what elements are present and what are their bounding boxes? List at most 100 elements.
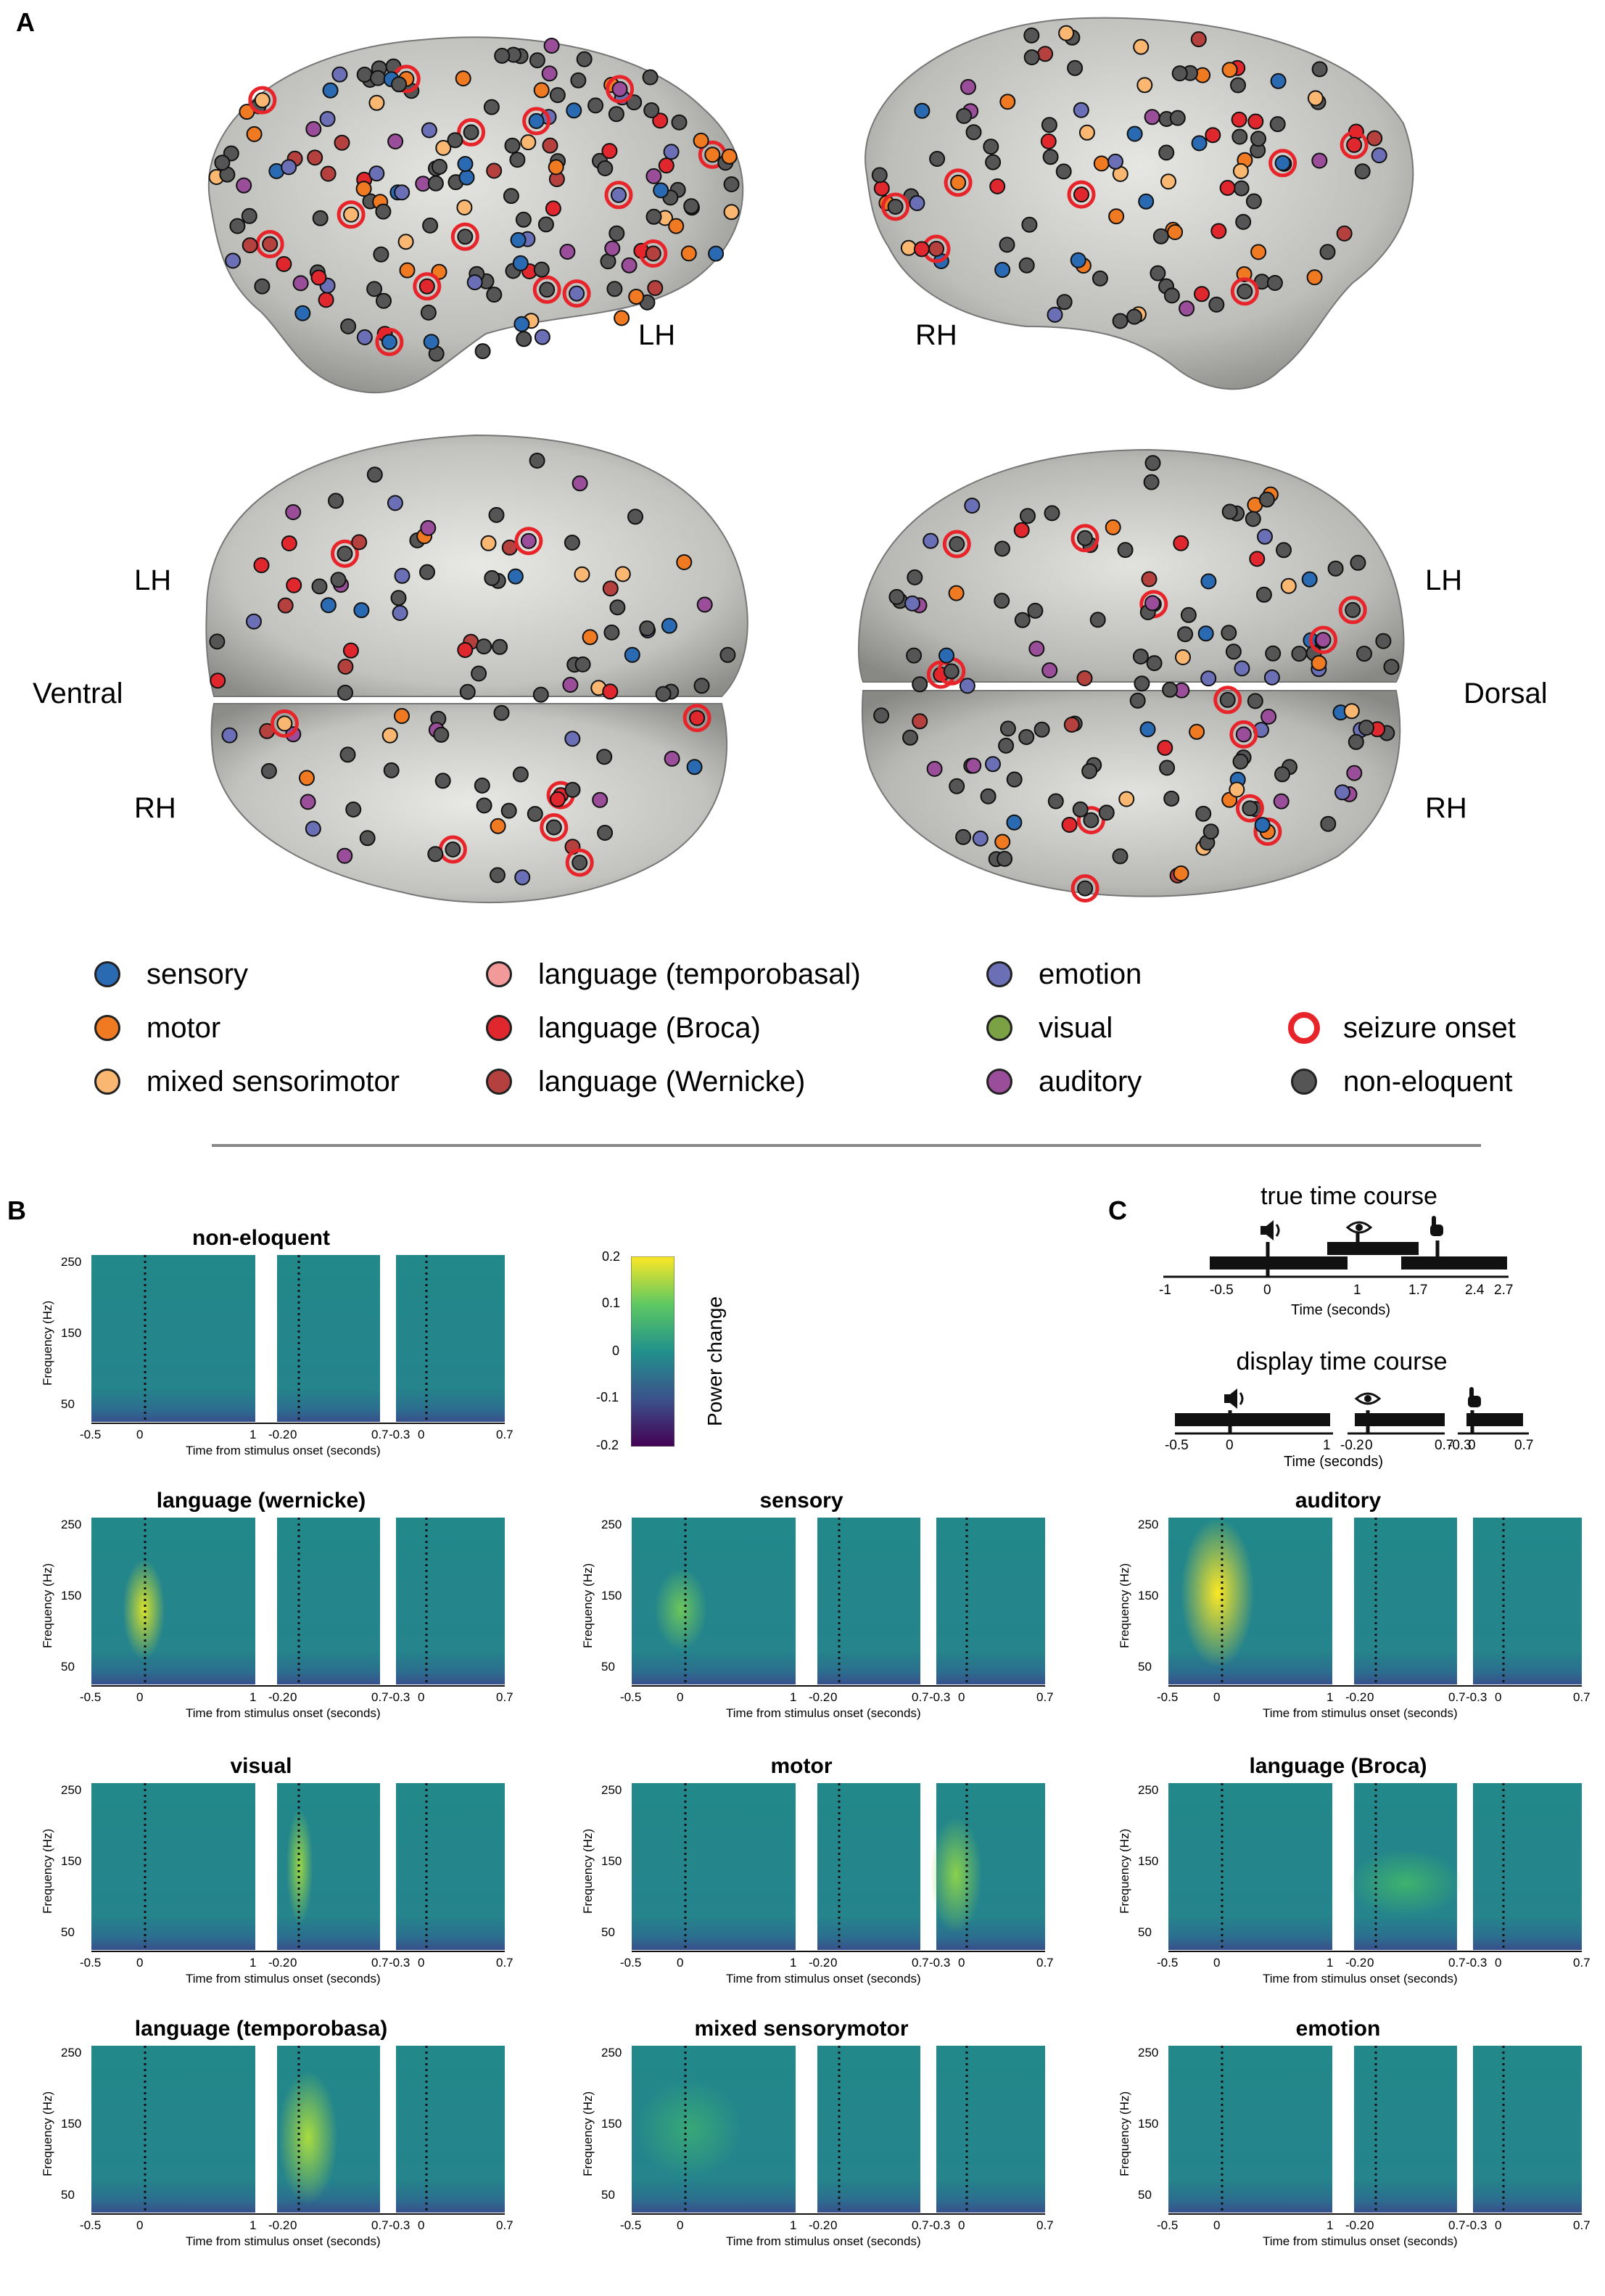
electrode-dot	[1270, 73, 1287, 89]
x-tick-label: 1	[790, 2218, 797, 2232]
spectrogram-heatmap	[1168, 1518, 1582, 1687]
electrode-dot	[550, 791, 566, 807]
legend-item: visual	[986, 1010, 1113, 1046]
electrode-dot	[1162, 681, 1179, 698]
electrode-dot	[999, 236, 1015, 253]
electrode-dot	[1261, 708, 1277, 725]
seizure-ring	[944, 168, 973, 197]
electrode-dot	[320, 597, 337, 614]
electrode-dot	[512, 255, 529, 271]
x-tick-label: -0.2	[1345, 1690, 1367, 1704]
electrode-dot	[576, 51, 593, 67]
y-tick-label: 150	[61, 1854, 82, 1868]
spectrogram-heatmap	[91, 1518, 505, 1687]
electrode-dot	[1247, 113, 1264, 130]
legend-item: language (temporobasal)	[486, 956, 861, 992]
electrode-dot	[1169, 110, 1186, 126]
electrode-dot	[236, 177, 252, 194]
x-tick-label: -0.3	[929, 2218, 951, 2232]
y-tick-label: 250	[601, 2046, 622, 2060]
electrode-dot	[1126, 308, 1142, 325]
electrode-dot	[337, 546, 353, 562]
electrode-dot	[394, 184, 410, 201]
electrode-dot	[514, 869, 531, 886]
electrode-dot	[351, 534, 368, 551]
electrode-dot	[254, 278, 271, 295]
electrode-dot	[342, 642, 359, 659]
electrode-dot	[381, 727, 398, 744]
spectrogram-block	[396, 1783, 505, 1950]
electrode-dot	[1350, 554, 1366, 571]
electrode-dot	[1200, 573, 1217, 590]
electrode-dot	[1073, 186, 1089, 203]
x-tick-label: -0.2	[268, 1956, 290, 1970]
label-lh-ventral: LH	[134, 564, 172, 596]
brain-ventral	[205, 434, 748, 904]
electrode-dot	[611, 81, 628, 97]
electrode-dot	[1356, 646, 1372, 662]
electrode-dot	[1006, 814, 1023, 831]
electrode-dot	[1078, 124, 1095, 141]
spectrogram-hotspot	[654, 1568, 707, 1651]
true-tick-label: 1	[1353, 1283, 1361, 1298]
electrode-dot	[1301, 571, 1318, 588]
electrode-dot	[463, 124, 479, 141]
y-axis-label: Frequency (Hz)	[1118, 1828, 1131, 1914]
spectrogram-block	[817, 2046, 920, 2213]
x-tick-label: 0	[1213, 1956, 1221, 1970]
electrode-dot	[959, 678, 975, 694]
spectrogram-heatmap	[632, 1783, 1045, 1952]
legend-label: emotion	[1039, 958, 1142, 990]
electrode-dot	[1107, 153, 1123, 170]
electrode-dot	[527, 806, 543, 822]
x-tick-label: 0	[418, 1956, 425, 1970]
electrode-dot	[574, 656, 591, 672]
electrode-dot	[1098, 805, 1115, 821]
electrode-dot	[572, 855, 588, 871]
cb-tick-0: 0.2	[602, 1249, 621, 1264]
electrode-dot	[484, 569, 500, 586]
electrode-dot	[1093, 155, 1110, 172]
spectrogram-title: mixed sensorymotor	[694, 2017, 909, 2041]
true-tick-label: -1	[1159, 1283, 1171, 1298]
x-tick-label: -0.3	[389, 2218, 410, 2232]
electrode-dot	[564, 781, 581, 798]
electrode-dot	[719, 646, 736, 663]
x-tick-label: 0	[1213, 2218, 1221, 2232]
electrode-dot	[387, 495, 403, 511]
electrode-dot	[964, 498, 981, 514]
electrode-dot	[459, 683, 476, 700]
electrode-dot	[1371, 147, 1387, 164]
electrode-dot	[1345, 601, 1361, 618]
x-tick-label: 0	[136, 1690, 144, 1704]
electrode-dot	[1018, 257, 1035, 273]
legend-label: sensory	[147, 958, 249, 990]
legend-item: non-eloquent	[1291, 1063, 1513, 1100]
electrode-dot	[1018, 729, 1035, 745]
electrode-dot	[693, 132, 709, 149]
seizure-ring	[1213, 686, 1242, 715]
y-tick-label: 250	[601, 1783, 622, 1797]
x-tick-label: -0.3	[929, 1690, 951, 1704]
electrode-dot	[1273, 793, 1290, 810]
display-tick-label: 0.7	[1514, 1438, 1534, 1453]
x-tick-label: -0.3	[389, 1690, 410, 1704]
electrode-dot	[1237, 283, 1253, 300]
x-tick-label: -0.5	[80, 2218, 102, 2232]
electrode-dot	[1157, 739, 1173, 756]
electrode-dot	[1195, 805, 1212, 822]
electrode-dot	[1073, 102, 1089, 118]
electrode-dot	[503, 188, 519, 205]
electrode-dot	[965, 757, 982, 774]
legend-swatch	[1288, 1012, 1320, 1044]
x-tick-label: -0.2	[809, 2218, 830, 2232]
electrode-dot	[668, 218, 685, 234]
display-tick-label: -0.5	[1165, 1438, 1189, 1453]
electrode-dot	[1311, 61, 1328, 78]
legend-swatch	[486, 1069, 512, 1095]
electrode-dot	[262, 236, 278, 252]
x-tick-label: 1	[790, 1690, 797, 1704]
x-tick-label: 0	[418, 2218, 425, 2232]
electrode-dot	[624, 646, 640, 663]
